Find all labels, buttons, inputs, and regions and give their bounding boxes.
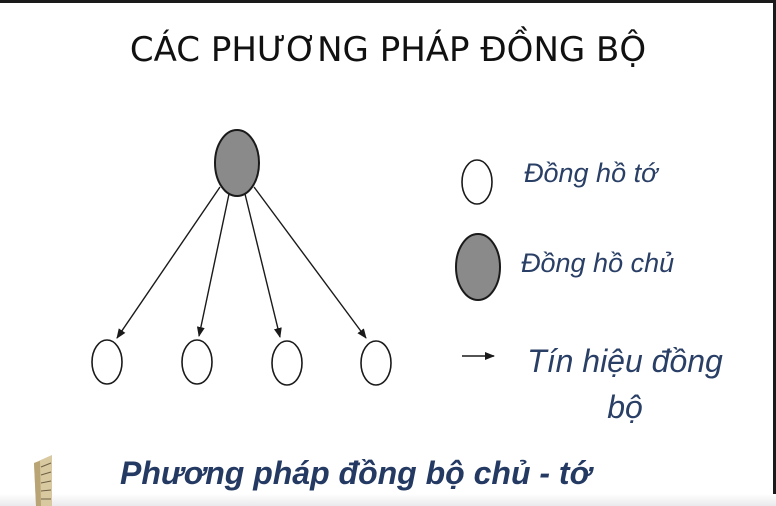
legend-slave-label: Đồng hồ tớ xyxy=(524,158,658,188)
legend-signal-label: Tín hiệu đồng bộ xyxy=(527,343,723,425)
slide-top-border xyxy=(0,0,776,3)
sync-arrow-2 xyxy=(196,193,230,337)
legend-slave-icon xyxy=(461,159,493,205)
master-clock-node xyxy=(214,129,260,197)
legend-master-label: Đồng hồ chủ xyxy=(521,248,675,278)
slave-clock-node-3 xyxy=(271,340,303,386)
slide-title: CÁC PHƯƠNG PHÁP ĐỒNG BỘ xyxy=(129,30,647,70)
slide-bottom-shadow xyxy=(0,494,776,506)
sync-arrow-1 xyxy=(116,186,221,339)
slide-right-border xyxy=(773,0,776,506)
sync-arrow-3 xyxy=(244,193,282,338)
slave-clock-node-4 xyxy=(360,340,392,386)
slave-clock-node-2 xyxy=(181,339,213,385)
sync-arrow-4 xyxy=(253,186,367,339)
slave-clock-node-1 xyxy=(91,339,123,385)
legend-master-icon xyxy=(455,233,501,301)
building-icon xyxy=(34,455,52,506)
diagram-caption: Phương pháp đồng bộ chủ - tớ xyxy=(120,455,592,491)
